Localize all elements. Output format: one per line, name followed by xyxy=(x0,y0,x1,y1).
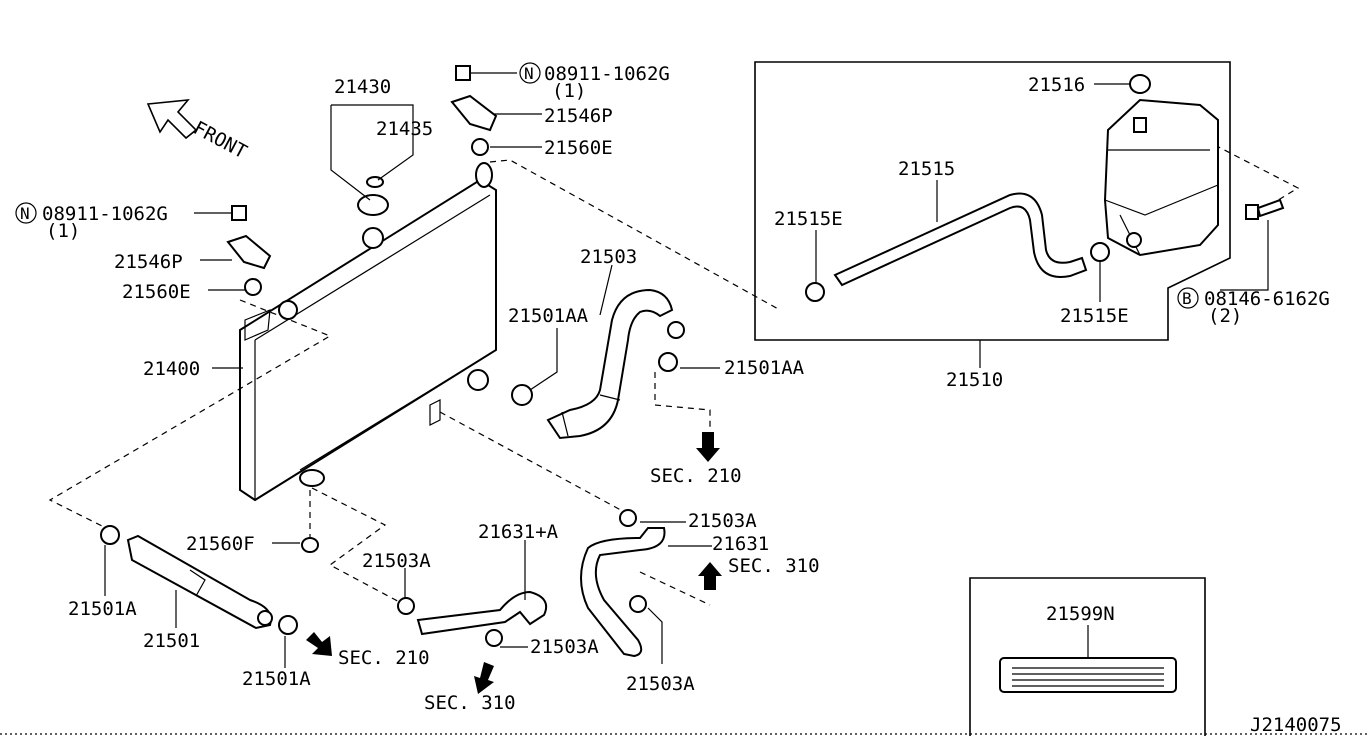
reservoir-clamp-right-label: 21515E xyxy=(1060,305,1129,327)
grommet-left-label: 21560E xyxy=(122,281,191,303)
oil-hose-clamp-bottom-label: 21503A xyxy=(626,673,695,695)
sec210-right-arrow xyxy=(696,432,720,462)
svg-text:B: B xyxy=(1182,289,1192,308)
reservoir-asm-label: 21510 xyxy=(946,369,1003,391)
sec310-bottom-arrow xyxy=(474,662,494,694)
label-plate-box xyxy=(969,577,1206,736)
radiator-label: 21400 xyxy=(143,358,200,380)
nut-top-qty: (1) xyxy=(552,80,586,102)
sec210-right-label: SEC. 210 xyxy=(650,465,742,487)
lower-hose-clamp-left-label: 21501A xyxy=(68,598,137,620)
nut-left-label: 08911-1062G xyxy=(42,203,168,225)
svg-text:N: N xyxy=(524,64,534,83)
label-plate xyxy=(999,657,1177,693)
reservoir-bolt-label: 08146-6162G xyxy=(1204,288,1330,310)
top-mount xyxy=(450,65,542,156)
diagram-id: J2140075 xyxy=(1250,714,1342,736)
n-marker-top: N xyxy=(519,62,541,84)
upper-hose-clamp-2-label: 21501AA xyxy=(724,357,805,379)
lower-hose xyxy=(100,525,298,635)
lower-hose-clamp-left xyxy=(100,525,120,545)
filler-neck xyxy=(362,227,384,249)
oil-hose xyxy=(580,509,666,658)
label-plate-label: 21599N xyxy=(1046,603,1115,625)
upper-hose xyxy=(511,288,685,440)
oil-hose-clamp-top-label: 21503A xyxy=(688,510,757,532)
nut-left-qty: (1) xyxy=(46,220,80,242)
upper-tank-port xyxy=(278,300,298,320)
reservoir-box xyxy=(754,61,1231,341)
radiator-cap xyxy=(330,104,414,216)
cap-seal-label: 21435 xyxy=(376,118,433,140)
reservoir-hose-label: 21515 xyxy=(898,158,955,180)
oil-hose-a-clamp-left-label: 21503A xyxy=(362,550,431,572)
oil-hose-a-clamp-right-label: 21503A xyxy=(530,636,599,658)
front-arrow: FRONT xyxy=(146,99,251,163)
front-label: FRONT xyxy=(190,117,251,163)
n-marker-left: N xyxy=(15,202,37,224)
sec210-bottom-arrow xyxy=(306,632,332,656)
b-marker: B xyxy=(1177,287,1199,309)
bottom-grommet-label: 21560F xyxy=(186,533,255,555)
reservoir-cap-label: 21516 xyxy=(1028,74,1085,96)
oil-hose-clamp-top xyxy=(619,509,637,527)
upper-hose-label: 21503 xyxy=(580,246,637,268)
left-mount xyxy=(194,205,272,296)
lower-hose-clamp-right-label: 21501A xyxy=(242,668,311,690)
sec310-bottom-label: SEC. 310 xyxy=(424,692,516,714)
reservoir-hose xyxy=(805,192,1110,302)
radiator xyxy=(239,162,497,502)
oil-hose-a-clamp-right xyxy=(485,629,503,647)
reservoir-tank xyxy=(1103,74,1219,257)
oil-hose-a-clamp-left xyxy=(397,597,415,615)
sec310-right-label: SEC. 310 xyxy=(728,555,820,577)
lower-hose-label: 21501 xyxy=(143,630,200,652)
oil-hose-a-label: 21631+A xyxy=(478,521,559,543)
bottom-grommet xyxy=(301,537,319,553)
nut-top-label: 08911-1062G xyxy=(544,63,670,85)
cap-label: 21430 xyxy=(334,76,391,98)
reservoir-clamp-left-label: 21515E xyxy=(774,208,843,230)
upper-hose-clamp-1-label: 21501AA xyxy=(508,305,589,327)
oil-hose-a xyxy=(397,590,548,647)
oil-hose-clamp-bottom xyxy=(629,595,647,613)
svg-text:N: N xyxy=(20,204,30,223)
reservoir-cap xyxy=(1129,74,1151,94)
upper-outlet xyxy=(467,369,489,391)
reservoir-bolt-qty: (2) xyxy=(1208,305,1242,327)
reservoir-clamp-right xyxy=(1090,242,1110,262)
oil-hose-label: 21631 xyxy=(712,533,769,555)
reservoir-bolt xyxy=(1220,198,1285,291)
sec210-bottom-label: SEC. 210 xyxy=(338,647,430,669)
upper-hose-clamp-left xyxy=(511,384,533,406)
reservoir-clamp-left xyxy=(805,282,825,302)
lower-outlet xyxy=(299,469,325,487)
upper-hose-clamp-right xyxy=(658,352,678,372)
bracket-top-label: 21546P xyxy=(544,105,613,127)
grommet-top-label: 21560E xyxy=(544,137,613,159)
sec310-right-arrow xyxy=(698,562,722,590)
top-pin xyxy=(475,162,493,188)
lower-hose-clamp-right xyxy=(278,615,298,635)
bracket-left-label: 21546P xyxy=(114,251,183,273)
